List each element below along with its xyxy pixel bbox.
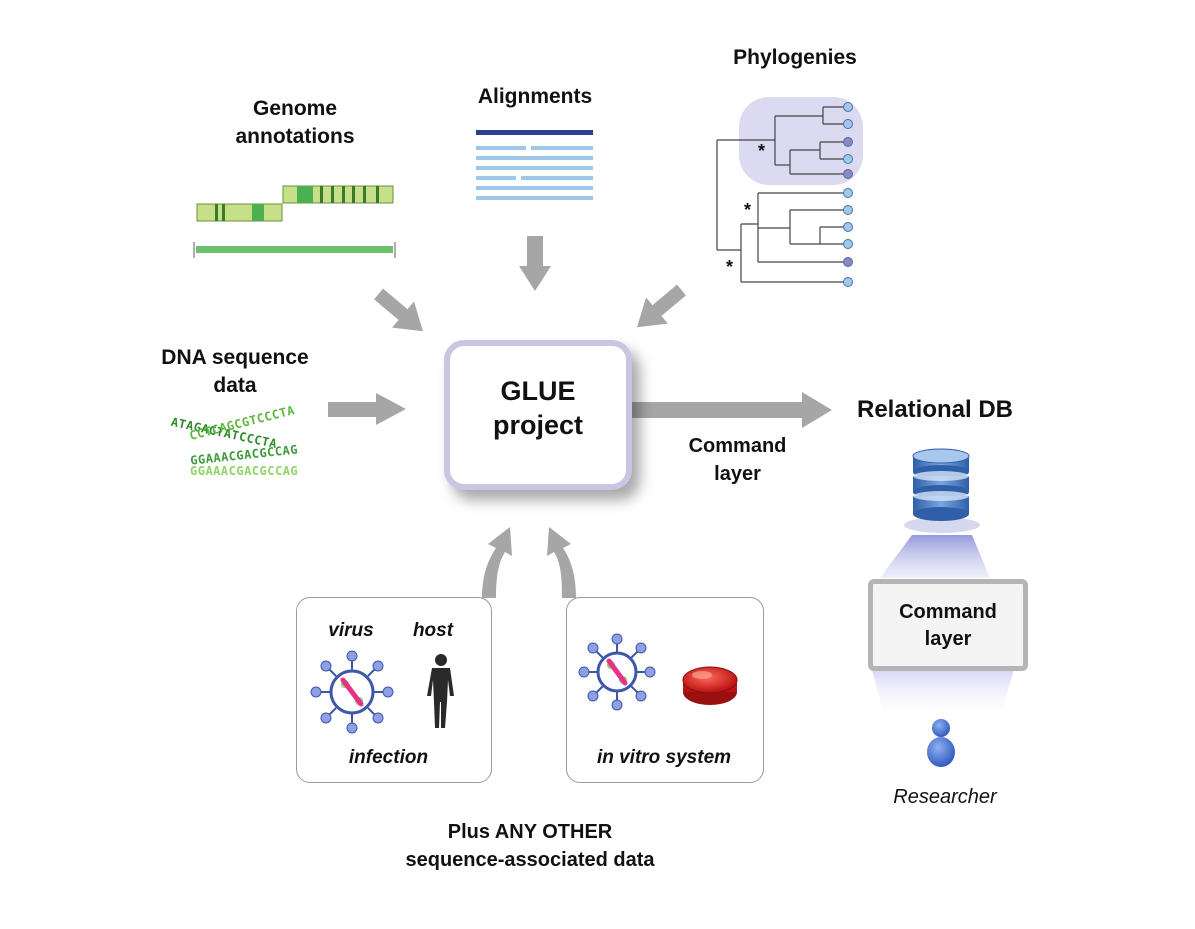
command-layer-box-line1: Command bbox=[899, 601, 997, 623]
virus-icon-invitro bbox=[578, 633, 656, 711]
phylogeny-asterisk-1: * bbox=[758, 141, 766, 161]
in-vitro-caption: in vitro system bbox=[596, 747, 732, 768]
arrow-alignment-to-glue bbox=[519, 236, 551, 291]
command-layer-arrow-line1: Command bbox=[688, 435, 787, 457]
researcher-beam bbox=[870, 662, 1016, 720]
dna-sequence-line2: data bbox=[213, 374, 257, 397]
arrow-genome-to-glue bbox=[374, 288, 423, 332]
arrow-glue-to-db bbox=[622, 392, 832, 428]
dna-sequence-line1: DNA sequence bbox=[161, 346, 309, 369]
phylogeny-graphic bbox=[716, 97, 863, 283]
genome-annotations-line1: Genome bbox=[252, 97, 338, 120]
glue-project-box: GLUE project bbox=[444, 340, 632, 490]
database-icon bbox=[880, 448, 990, 578]
command-layer-box-label: Command layer bbox=[873, 599, 1023, 653]
arrows bbox=[328, 236, 832, 598]
phylogenies-label: Phylogenies bbox=[733, 46, 857, 69]
in-vitro-panel bbox=[566, 597, 764, 783]
relational-db-label: Relational DB bbox=[856, 396, 1014, 423]
phylogeny-asterisk-3: * bbox=[726, 257, 734, 277]
genome-annotations-line2: annotations bbox=[235, 125, 355, 148]
host-label: host bbox=[412, 620, 454, 641]
glue-project-line1: GLUE bbox=[500, 376, 576, 406]
command-layer-box: Command layer bbox=[868, 579, 1028, 671]
plus-any-other-line2: sequence-associated data bbox=[405, 849, 655, 871]
researcher-label: Researcher bbox=[893, 786, 997, 808]
human-host-icon bbox=[427, 654, 454, 728]
arrow-dna-to-glue bbox=[328, 393, 406, 425]
dna-sequence-graphic: ATAGAGTATCCCTA CCTCAGCGTCCCTA GGAAACGACG… bbox=[168, 403, 318, 492]
glue-project-line2: project bbox=[492, 410, 584, 440]
virus-label: virus bbox=[328, 620, 374, 641]
genome-annotations-label: Genome annotations bbox=[200, 95, 390, 151]
dna-string-4: GGAAACGACGCCAG bbox=[190, 464, 299, 478]
infection-panel bbox=[296, 597, 492, 783]
command-layer-arrow-line2: layer bbox=[714, 463, 761, 485]
genome-annotation-graphic bbox=[193, 185, 396, 258]
virus-icon-infection bbox=[310, 650, 394, 734]
petri-dish-icon bbox=[682, 666, 738, 705]
infection-caption: infection bbox=[348, 747, 429, 768]
command-layer-box-line2: layer bbox=[924, 628, 972, 650]
researcher-icon bbox=[927, 719, 955, 767]
alignments-label: Alignments bbox=[477, 85, 593, 108]
alignment-graphic bbox=[476, 130, 593, 200]
phylogeny-asterisk-2: * bbox=[744, 200, 752, 220]
plus-any-other-line1: Plus ANY OTHER bbox=[447, 821, 613, 843]
plus-any-other-label: Plus ANY OTHER sequence-associated data bbox=[360, 818, 700, 874]
dna-sequence-label: DNA sequence data bbox=[140, 344, 330, 400]
glue-project-label: GLUE project bbox=[450, 374, 626, 442]
arrow-phylogeny-to-glue bbox=[637, 284, 686, 328]
arrow-infection-to-glue bbox=[482, 527, 512, 598]
command-layer-arrow-label: Command layer bbox=[660, 432, 815, 488]
arrow-invitro-to-glue bbox=[547, 527, 576, 598]
phylogeny-leaves bbox=[843, 102, 853, 287]
